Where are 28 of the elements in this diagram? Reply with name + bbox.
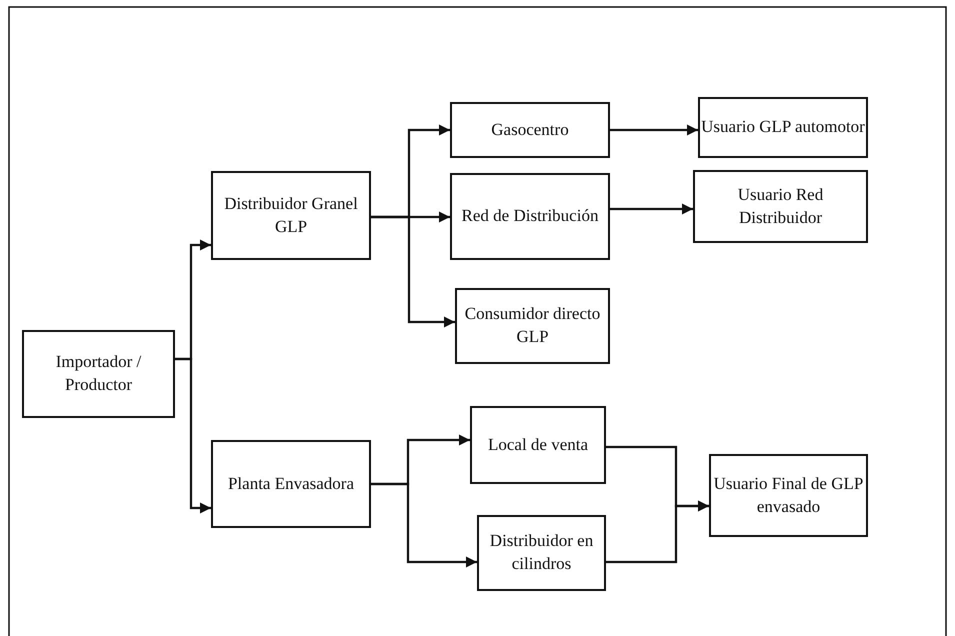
box-label: Gasocentro: [491, 118, 569, 141]
process-box: [450, 102, 610, 158]
arrow: [610, 124, 698, 136]
process-box: [477, 515, 606, 591]
box-label: Consumidor directo GLP: [464, 303, 602, 348]
box-label: Planta Envasadora: [228, 472, 354, 495]
box-label: Usuario Final de GLP envasado: [712, 472, 864, 518]
arrow: [371, 216, 455, 328]
process-box: [470, 406, 606, 484]
box-label: Distribuidor en cilindros: [488, 530, 594, 575]
box-label: Importador / Productor: [54, 351, 142, 396]
box-label: Distribuidor Granel GLP: [223, 192, 359, 238]
box-label: Red de Distribución: [462, 205, 598, 228]
arrow: [175, 358, 211, 514]
box-label: Local de venta: [488, 434, 588, 456]
process-box: [211, 440, 371, 528]
process-box: [211, 171, 371, 260]
box-label: Usuario Red Distribuidor: [736, 184, 824, 228]
process-box: [693, 170, 868, 243]
process-box: [709, 454, 868, 537]
arrow: [606, 500, 709, 564]
process-box: [450, 173, 610, 260]
arrow: [371, 482, 477, 568]
process-box: [455, 288, 610, 364]
arrow: [610, 204, 693, 214]
box-label: Usuario GLP automotor: [701, 116, 865, 138]
process-box: [698, 97, 868, 158]
process-box: [22, 330, 175, 418]
